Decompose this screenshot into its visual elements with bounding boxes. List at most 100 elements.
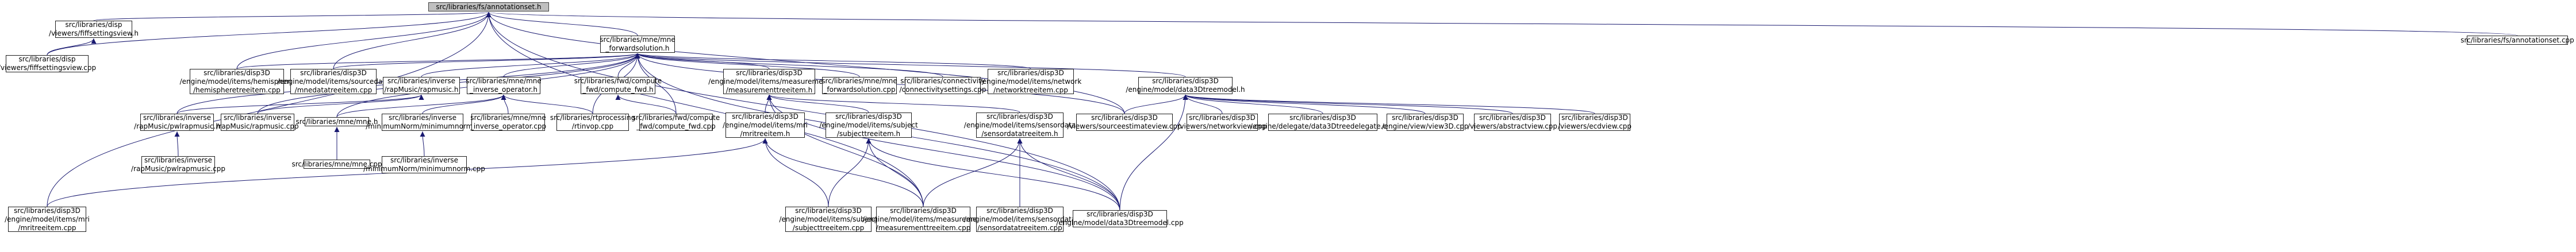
node-label-line: _forwardsolution.h — [605, 44, 670, 52]
edge-hemisphere-cpp-to-forwardsolution-h — [236, 53, 640, 69]
graph-node-fiffsettingsview-h[interactable]: src/libraries/disp/viewers/fiffsettingsv… — [49, 21, 139, 38]
node-label-line: /engine/model/items/mri — [5, 215, 90, 223]
graph-node-network-cpp[interactable]: src/libraries/disp3D/engine/model/items/… — [980, 68, 1081, 94]
edge-rapmusic-h-to-forwardsolution-h — [421, 53, 640, 77]
node-label-line: src/libraries/fs/annotationset.cpp — [2460, 36, 2574, 44]
graph-node-inverse-op-h[interactable]: src/libraries/mne/mne_inverse_operator.h — [466, 77, 542, 94]
node-label-line: src/libraries/fs/annotationset.h — [436, 2, 542, 11]
node-label-line: /rapMusic/rapmusic.cpp — [216, 122, 299, 130]
graph-node-rapmusic-h[interactable]: src/libraries/inverse/rapMusic/rapmusic.… — [383, 77, 460, 94]
graph-node-minnorm-h[interactable]: src/libraries/inverse/minimumNorm/minimu… — [366, 114, 479, 131]
node-label-line: src/libraries/fwd/compute — [574, 77, 662, 85]
node-label-line: src/libraries/disp3D — [1091, 114, 1158, 122]
edge-treemodel-h-to-forwardsolution-h — [635, 53, 1186, 77]
edge-view3d-cpp-to-treemodel-h — [1183, 94, 1426, 114]
edge-hemisphere-cpp-to-root — [236, 11, 492, 69]
graph-node-fiffsettingsview-cpp[interactable]: src/libraries/disp/viewers/fiffsettingsv… — [0, 55, 96, 72]
node-label-line: /engine/model/data3Dtreemodel.h — [1126, 86, 1245, 94]
node-label-line: src/libraries/disp3D — [890, 206, 957, 215]
graph-node-sensordata-cpp[interactable]: src/libraries/disp3D/engine/model/items/… — [964, 207, 1076, 232]
node-label-line: /mritreeitem.h — [740, 129, 790, 138]
graph-node-annotationset-cpp[interactable]: src/libraries/fs/annotationset.cpp — [2460, 36, 2574, 45]
node-label-line: src/libraries/disp3D — [1289, 114, 1356, 122]
graph-node-sourceest-cpp[interactable]: src/libraries/disp3D/viewers/sourceestim… — [1067, 114, 1182, 131]
graph-node-view3d-cpp[interactable]: src/libraries/disp3D/engine/view/view3D.… — [1382, 114, 1468, 131]
node-label-line: /engine/model/items/measurement — [708, 77, 830, 86]
edge-delegate-cpp-to-treemodel-h — [1183, 94, 1323, 114]
graph-root-node: src/libraries/fs/annotationset.h — [428, 2, 549, 11]
edge-pwlrapmusic-h-to-rapmusic-h — [176, 94, 424, 114]
graph-node-subject-h[interactable]: src/libraries/disp3D/engine/model/items/… — [819, 112, 918, 138]
node-label-line: /viewers/ecdview.cpp — [1557, 122, 1632, 130]
graph-node-inverse-op-cpp[interactable]: src/libraries/mne/mne_inverse_operator.c… — [470, 114, 546, 131]
graph-node-mne-cpp[interactable]: src/libraries/mne/mne.cpp — [291, 160, 382, 169]
graph-node-rapmusic-cpp[interactable]: src/libraries/inverse/rapMusic/rapmusic.… — [216, 114, 299, 131]
edge-compute-fwd-cpp-to-forwardsolution-h — [635, 53, 677, 114]
graph-node-hemisphere-cpp[interactable]: src/libraries/disp3D/engine/model/items/… — [180, 69, 294, 94]
graph-node-mri-cpp[interactable]: src/libraries/disp3D/engine/model/items/… — [5, 206, 90, 232]
node-label-line: src/libraries/inverse — [390, 156, 459, 164]
node-label-line: /engine/model/items/subject — [779, 215, 878, 223]
graph-node-compute-fwd-h[interactable]: src/libraries/fwd/compute_fwd/compute_fw… — [574, 77, 662, 94]
edge-sourceest-cpp-to-root — [486, 11, 1125, 114]
graph-node-connectivity-cpp[interactable]: src/libraries/connectivity/connectivitys… — [900, 77, 986, 94]
graph-node-subject-cpp[interactable]: src/libraries/disp3D/engine/model/items/… — [779, 206, 878, 232]
graph-node-measurement-cpp[interactable]: src/libraries/disp3D/engine/model/items/… — [862, 206, 984, 232]
graph-node-treemodel-h[interactable]: src/libraries/disp3D/engine/model/data3D… — [1126, 77, 1245, 94]
node-label-line: /hemispheretreeitem.cpp — [193, 86, 281, 94]
graph-node-ecdview-cpp[interactable]: src/libraries/disp3D/viewers/ecdview.cpp — [1557, 114, 1632, 131]
edge-rtinvop-cpp-to-inverse-op-h — [501, 94, 593, 114]
edge-fwdsol-cpp-to-forwardsolution-h — [635, 53, 860, 77]
graph-node-pwlrapmusic-h[interactable]: src/libraries/inverse/rapMusic/pwlrapmus… — [134, 114, 220, 131]
graph-node-fwdsol-cpp[interactable]: src/libraries/mne/mne_forwardsolution.cp… — [821, 77, 897, 94]
node-label-line: /rtinvop.cpp — [571, 122, 614, 130]
edge-compute-fwd-cpp-to-compute-fwd-h — [615, 94, 677, 114]
node-label-line: src/libraries/disp3D — [835, 112, 902, 121]
edge-abstractview-cpp-to-treemodel-h — [1183, 94, 1513, 114]
graph-node-mne-h[interactable]: src/libraries/mne/mne.h — [296, 117, 378, 126]
node-label-line: /sensordatatreeitem.cpp — [977, 223, 1062, 232]
node-label-line: _forwardsolution.cpp — [823, 86, 896, 94]
graph-node-minnorm-cpp[interactable]: src/libraries/inverse/minimumNorm/minimu… — [363, 156, 485, 173]
edge-fiffsettingsview-h-to-root — [93, 11, 491, 21]
edge-minnorm-cpp-to-minnorm-h — [420, 131, 425, 157]
graph-node-compute-fwd-cpp[interactable]: src/libraries/fwd/compute_fwd/compute_fw… — [632, 114, 720, 131]
node-label-line: src/libraries/mne/mne — [821, 77, 897, 85]
edge-measurement-cpp-to-root — [486, 11, 924, 207]
graph-node-sensordata-h[interactable]: src/libraries/disp3D/engine/model/items/… — [964, 113, 1076, 138]
node-label-line: src/libraries/disp3D — [300, 68, 367, 77]
node-label-line: src/libraries/disp3D — [997, 68, 1064, 77]
graph-node-rtinvop-cpp[interactable]: src/libraries/rtprocessing/rtinvop.cpp — [550, 114, 635, 131]
node-label-line: src/libraries/inverse — [223, 114, 292, 122]
node-label-line: _inverse_operator.h — [470, 86, 538, 94]
edge-subject-cpp-to-mri-h — [762, 138, 829, 207]
node-label-line: src/libraries/mne/mne.h — [295, 117, 378, 126]
node-label-line: /viewers/networkview.cpp — [1177, 122, 1267, 130]
node-label-line: src/libraries/inverse — [143, 114, 212, 122]
edge-sourceest-cpp-to-treemodel-h — [1124, 94, 1188, 114]
node-label-line: src/libraries/inverse — [388, 114, 457, 122]
graph-node-measurement-h[interactable]: src/libraries/disp3D/engine/model/items/… — [708, 69, 830, 94]
graph-node-forwardsolution-h[interactable]: src/libraries/mne/mne_forwardsolution.h — [600, 36, 675, 53]
graph-node-treemodel-cpp[interactable]: src/libraries/disp3D/engine/model/data3D… — [1056, 210, 1184, 227]
node-label-line: /minimumNorm/minimumnorm.cpp — [363, 165, 485, 173]
node-label-line: /sensordatatreeitem.h — [981, 129, 1058, 138]
graph-node-networkview-cpp[interactable]: src/libraries/disp3D/viewers/networkview… — [1177, 114, 1267, 131]
node-label-line: src/libraries/mne/mne — [600, 36, 675, 44]
graph-node-mnedata-cpp[interactable]: src/libraries/disp3D/engine/model/items/… — [278, 68, 389, 94]
node-label-line: src/libraries/disp3D — [14, 206, 80, 215]
graph-node-mri-h[interactable]: src/libraries/disp3D/engine/model/items/… — [723, 113, 808, 138]
node-label-line: src/libraries/disp3D — [1189, 114, 1256, 122]
graph-node-pwlrapmusic-cpp[interactable]: src/libraries/inverse/rapMusic/pwlrapmus… — [131, 156, 225, 173]
graph-node-delegate-cpp[interactable]: src/libraries/disp3D/engine/delegate/dat… — [1250, 114, 1395, 131]
node-label-line: _fwd/compute_fwd.h — [582, 86, 654, 94]
edge-forwardsolution-h-to-root — [486, 11, 638, 36]
edge-network-cpp-to-forwardsolution-h — [635, 53, 1031, 69]
node-label-line: /minimumNorm/minimumnorm.h — [366, 122, 479, 130]
edge-mri-h-to-measurement-h — [765, 94, 772, 113]
node-label-line: src/libraries/disp3D — [795, 206, 862, 215]
node-label-line: /viewers/fiffsettingsview.cpp — [0, 64, 97, 72]
node-label-line: /rapMusic/pwlrapmusic.h — [134, 122, 220, 130]
node-label-line: /engine/model/items/subject — [819, 121, 918, 129]
graph-node-abstractview-cpp[interactable]: src/libraries/disp3D/viewers/abstractvie… — [1468, 114, 1557, 131]
